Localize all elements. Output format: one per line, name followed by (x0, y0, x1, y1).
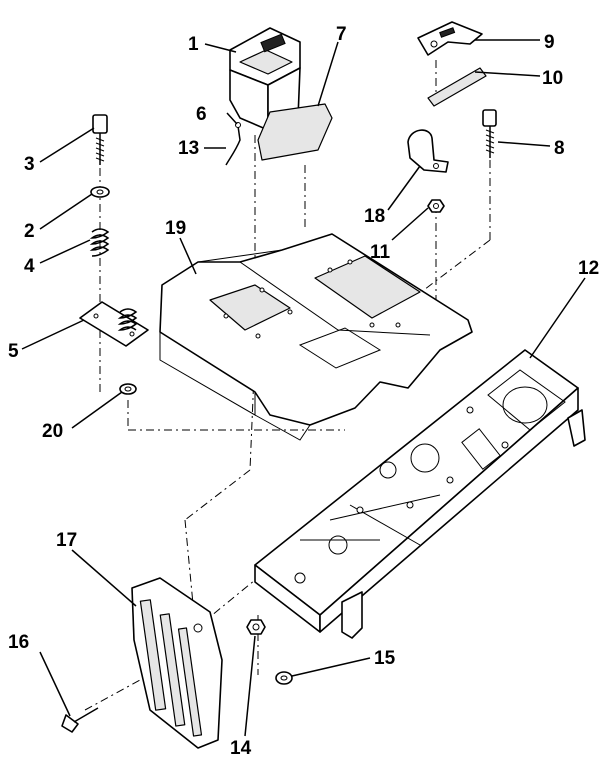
callout-11: 11 (370, 242, 391, 263)
part-pin-wire (225, 122, 241, 166)
callout-16: 16 (8, 632, 29, 653)
part-nut-11 (427, 199, 445, 213)
part-pad (257, 103, 333, 161)
part-plate-5 (79, 301, 149, 347)
callout-20: 20 (42, 421, 63, 442)
callout-8: 8 (554, 138, 565, 159)
leader-lines (21, 39, 586, 737)
callout-6: 6 (196, 104, 207, 125)
callout-3: 3 (24, 154, 35, 175)
part-washer-20 (119, 383, 137, 395)
callout-5: 5 (8, 341, 19, 362)
callout-12: 12 (578, 258, 599, 279)
part-spring-4 (89, 228, 110, 257)
callout-1: 1 (188, 34, 199, 55)
part-washer-15 (275, 671, 293, 685)
part-strip (427, 67, 487, 107)
callout-7: 7 (336, 24, 347, 45)
part-bolt-8 (482, 109, 497, 158)
part-box (229, 27, 301, 131)
part-washer-2 (90, 186, 110, 198)
callout-labels: 1 7 9 10 6 13 3 8 18 2 19 11 4 12 5 20 1… (8, 24, 599, 759)
callout-14: 14 (230, 738, 252, 759)
callout-17: 17 (56, 530, 77, 551)
callout-4: 4 (24, 256, 35, 277)
callout-2: 2 (24, 221, 35, 242)
callout-10: 10 (542, 68, 563, 89)
callout-9: 9 (544, 32, 555, 53)
callout-15: 15 (374, 648, 396, 669)
part-bolt-16 (61, 707, 99, 733)
part-bolt-3 (92, 114, 108, 165)
part-latch (417, 21, 483, 56)
part-frame (254, 349, 586, 639)
part-console (159, 233, 473, 441)
callout-13: 13 (178, 138, 199, 159)
part-clip (407, 129, 449, 173)
callout-19: 19 (165, 218, 186, 239)
part-bracket (131, 577, 223, 749)
part-nut-14 (246, 619, 266, 635)
callout-18: 18 (364, 206, 385, 227)
